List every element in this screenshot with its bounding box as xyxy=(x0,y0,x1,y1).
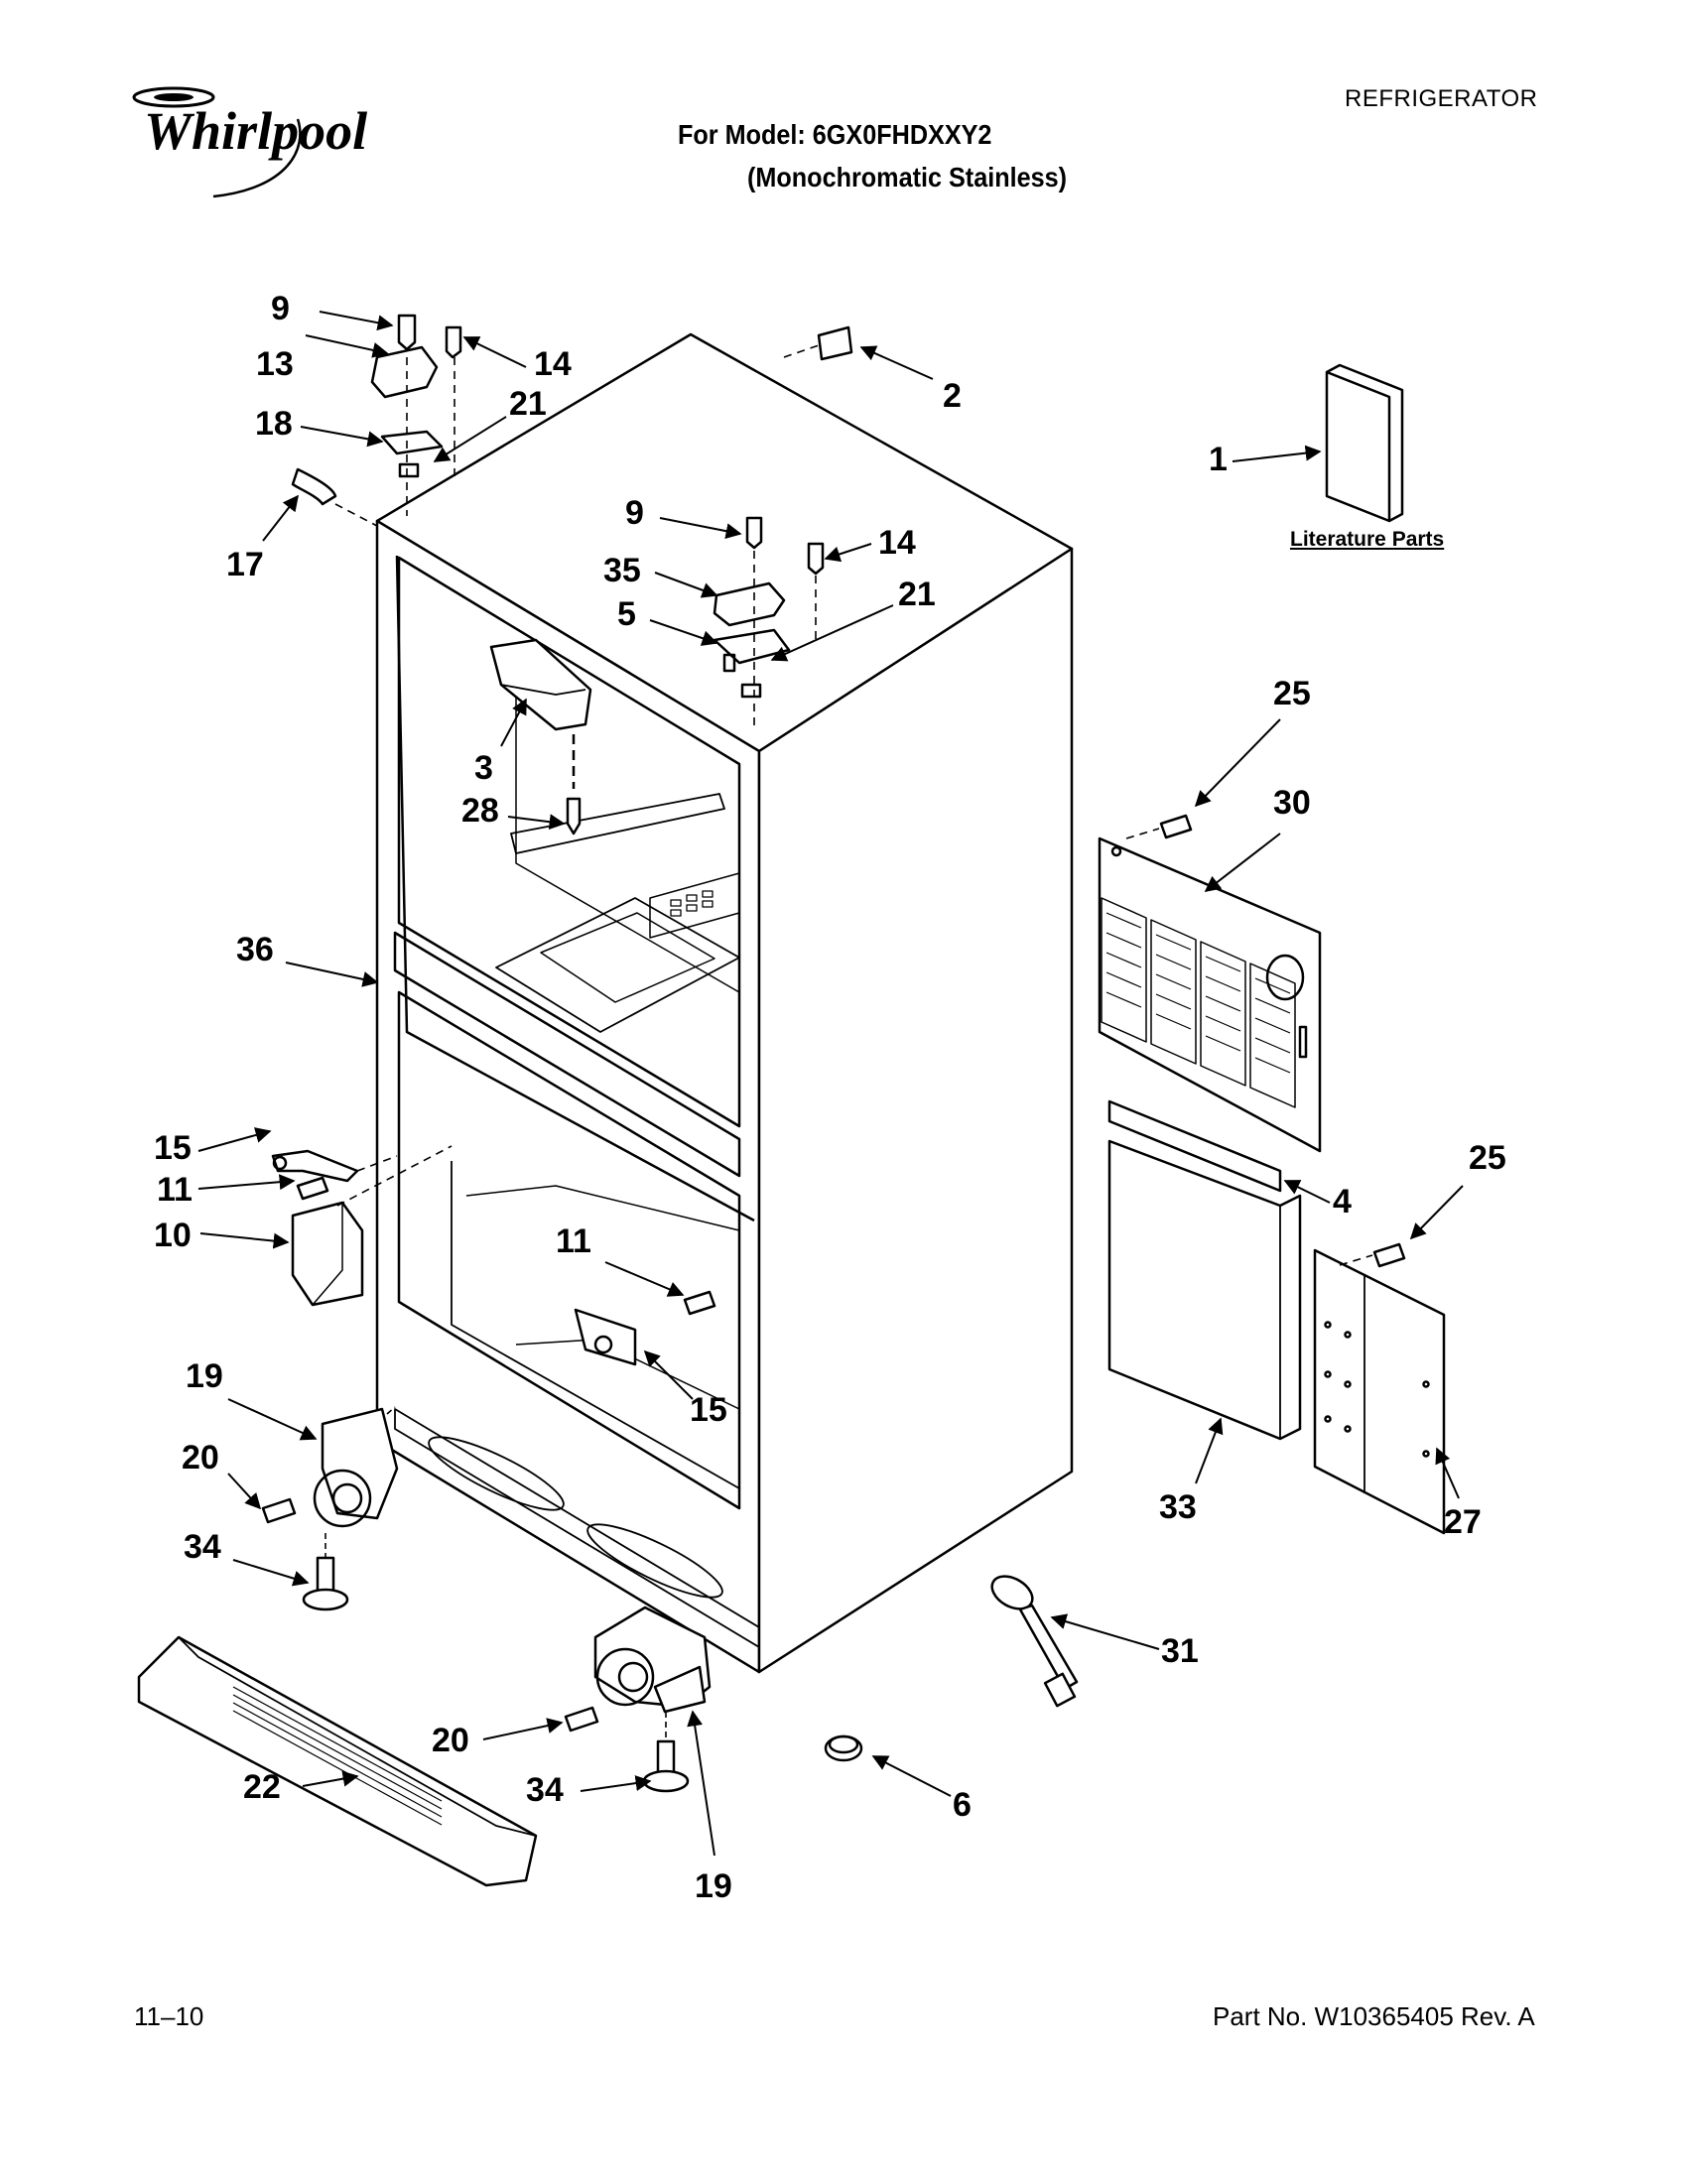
footer-date: 11–10 xyxy=(134,2001,204,2031)
callout-label: 20 xyxy=(432,1722,469,1759)
grille-part xyxy=(1098,836,1322,1153)
label-part xyxy=(783,325,853,361)
callout-label: 9 xyxy=(625,494,644,532)
screw-part xyxy=(564,1706,599,1733)
top-hinge-right xyxy=(713,516,825,729)
callout-label: 11 xyxy=(556,1222,591,1260)
callout-label: 20 xyxy=(182,1439,219,1477)
literature-parts-label: Literature Parts xyxy=(1290,528,1445,551)
callout-label: 21 xyxy=(898,576,936,613)
access-panel xyxy=(1313,1248,1446,1535)
leveling-foot-left xyxy=(302,1533,349,1611)
category-label: REFRIGERATOR xyxy=(1345,85,1538,112)
callout-label: 15 xyxy=(154,1129,192,1167)
logo-wordmark: Whirlpool xyxy=(144,101,367,161)
callout-label: 25 xyxy=(1469,1139,1506,1177)
screw-part xyxy=(683,1290,716,1316)
roller-bracket-left xyxy=(313,1406,399,1528)
callout-label: 19 xyxy=(695,1867,732,1905)
callout-label: 13 xyxy=(256,345,294,383)
roller-bracket-right xyxy=(593,1606,712,1714)
callout-label: 5 xyxy=(617,595,636,633)
callout-label: 3 xyxy=(474,749,493,787)
callout-label: 28 xyxy=(461,792,499,830)
model-variant: (Monochromatic Stainless) xyxy=(747,162,1068,193)
control-module xyxy=(291,1145,453,1307)
leveling-foot-right xyxy=(642,1712,690,1793)
whirlpool-logo: Whirlpool xyxy=(132,86,367,198)
leader-arrows xyxy=(197,311,1464,1857)
callout-label: 25 xyxy=(1273,675,1311,712)
callout-label: 9 xyxy=(271,290,290,327)
bracket-left xyxy=(271,1149,398,1201)
bracket-inner xyxy=(574,1308,637,1366)
callout-label: 22 xyxy=(243,1768,281,1806)
screw-part xyxy=(566,797,582,835)
callout-label: 2 xyxy=(943,377,962,415)
callout-label: 11 xyxy=(157,1171,193,1209)
literature-book xyxy=(1325,363,1404,523)
callout-label: 15 xyxy=(690,1391,727,1429)
callout-label: 14 xyxy=(878,524,916,562)
callout-label: 27 xyxy=(1444,1503,1482,1541)
callout-label: 34 xyxy=(184,1528,221,1566)
callout-label: 10 xyxy=(154,1217,192,1254)
callout-label: 4 xyxy=(1333,1183,1352,1220)
callout-label: 14 xyxy=(534,345,572,383)
callout-label: 18 xyxy=(255,405,293,443)
footer-part-number: Part No. W10365405 Rev. A xyxy=(1213,2001,1535,2031)
wrench-tool xyxy=(990,1575,1079,1708)
cabinet xyxy=(375,332,1074,1674)
callout-label: 17 xyxy=(226,546,264,583)
model-title: For Model: 6GX0FHDXXY2 xyxy=(678,119,992,150)
callout-label: 19 xyxy=(186,1357,223,1395)
callout-label: 34 xyxy=(526,1771,564,1809)
callout-label: 30 xyxy=(1273,784,1311,822)
strip-part xyxy=(291,467,337,506)
callout-label: 21 xyxy=(509,385,547,423)
callout-label: 33 xyxy=(1159,1488,1197,1526)
callout-label: 36 xyxy=(236,931,274,968)
toe-grille xyxy=(137,1635,538,1887)
light-housing-part xyxy=(489,638,592,789)
top-hinge-left xyxy=(370,314,462,516)
callout-label: 35 xyxy=(603,552,641,589)
callout-label: 31 xyxy=(1161,1632,1199,1670)
strip-part xyxy=(1107,1099,1282,1193)
grommet-part xyxy=(824,1734,863,1762)
callout-label: 1 xyxy=(1209,441,1228,478)
screw-part xyxy=(1372,1242,1406,1268)
screw-part xyxy=(261,1497,297,1524)
callout-label: 6 xyxy=(953,1786,972,1824)
callout-numbers: 9 13 14 18 21 17 2 1 9 14 35 21 5 3 28 2… xyxy=(154,290,1506,1905)
screw-part xyxy=(1159,814,1193,839)
